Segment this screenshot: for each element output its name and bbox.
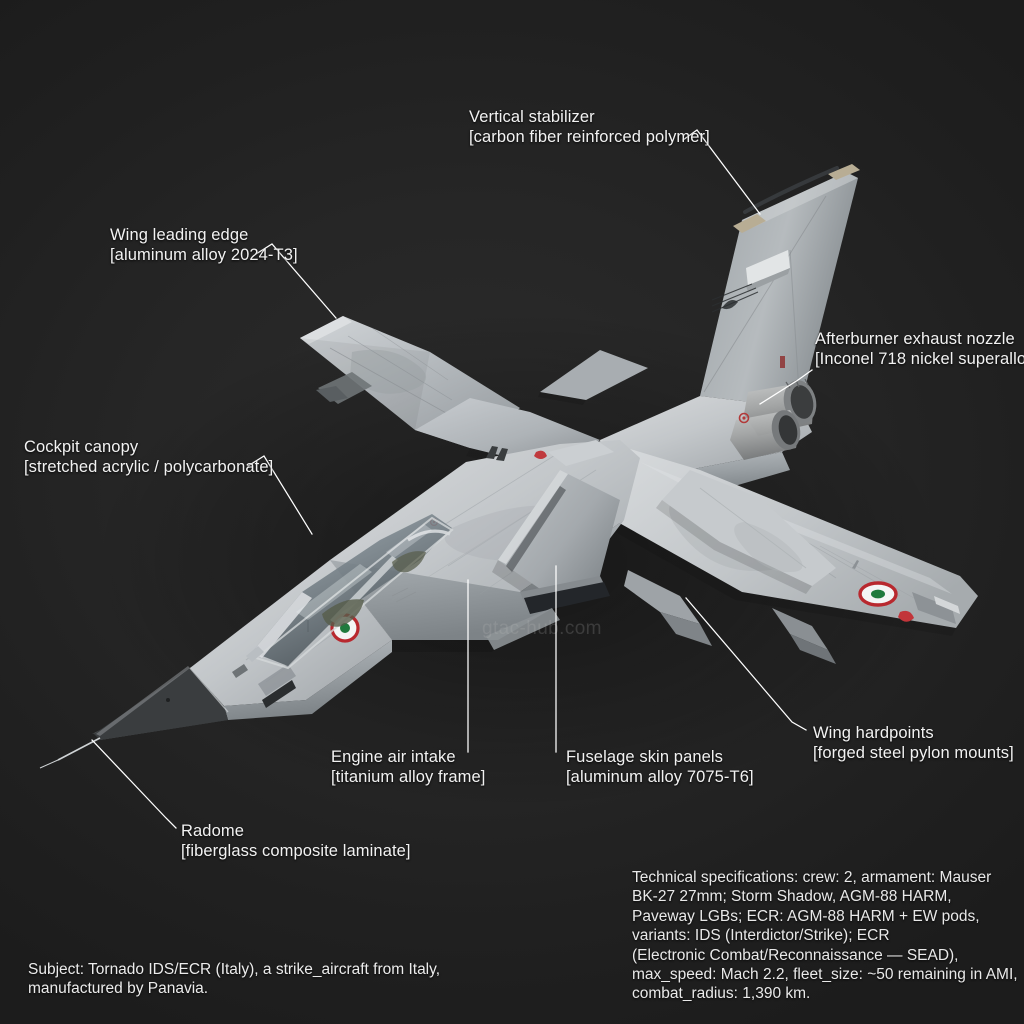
callout-title: Fuselage skin panels — [566, 748, 724, 766]
radome — [39, 666, 229, 769]
callout-material: [titanium alloy frame] — [331, 767, 486, 786]
callout-title: Vertical stabilizer — [469, 108, 595, 126]
callout-wing-hardpoints: Wing hardpoints [forged steel pylon moun… — [813, 724, 1014, 763]
callout-wing-leading-edge: Wing leading edge [aluminum alloy 2024-T… — [110, 226, 298, 265]
callout-afterburner-exhaust-nozzle: Afterburner exhaust nozzle [Inconel 718 … — [815, 330, 1024, 369]
callout-vertical-stabilizer: Vertical stabilizer [carbon fiber reinfo… — [469, 108, 710, 147]
watermark: gtac-hub.com — [482, 618, 602, 639]
leader-afterburner-exhaust-nozzle — [759, 369, 813, 405]
spec-line-7: combat_radius: 1,390 km. — [632, 985, 811, 1003]
callout-material: [Inconel 718 nickel superalloy] — [815, 349, 1024, 368]
leader-wing-hardpoints — [685, 597, 807, 731]
callout-title: Cockpit canopy — [24, 438, 139, 456]
callout-material: [aluminum alloy 2024-T3] — [110, 245, 298, 264]
callout-material: [forged steel pylon mounts] — [813, 743, 1014, 762]
technical-specifications: Technical specifications: crew: 2, armam… — [632, 868, 1018, 1004]
spec-line-1: Technical specifications: crew: 2, armam… — [632, 869, 992, 886]
engine-air-intake — [492, 470, 620, 614]
roundel-right-wing — [858, 581, 898, 607]
callout-radome: Radome [fiberglass composite laminate] — [181, 822, 411, 861]
caption-line-1: Subject: Tornado IDS/ECR (Italy), a stri… — [28, 961, 441, 978]
callout-title: Radome — [181, 822, 244, 840]
afterburner-exhaust-nozzle — [730, 378, 817, 460]
wing-hardpoints — [624, 570, 836, 664]
callout-title: Wing hardpoints — [813, 724, 934, 742]
right-tailplane — [656, 470, 836, 594]
leader-radome — [91, 739, 177, 829]
callout-material: [stretched acrylic / polycarbonate] — [24, 457, 274, 476]
callout-cockpit-canopy: Cockpit canopy [stretched acrylic / poly… — [24, 438, 273, 477]
leader-vertical-stabilizer — [682, 129, 761, 215]
cockpit-canopy — [246, 514, 454, 670]
callout-material: [fiberglass composite laminate] — [181, 841, 411, 860]
left-tailplane — [538, 350, 648, 405]
caption-line-2: manufactured by Panavia. — [28, 980, 209, 997]
callout-title: Engine air intake — [331, 748, 456, 766]
callout-fuselage-skin-panels: Fuselage skin panels [aluminum alloy 707… — [566, 748, 754, 787]
subject-caption: Subject: Tornado IDS/ECR (Italy), a stri… — [28, 960, 440, 998]
leader-wing-leading-edge — [255, 243, 337, 319]
vertical-stabilizer — [700, 164, 860, 409]
spec-line-5: (Electronic Combat/Reconnaissance — SEAD… — [632, 946, 959, 964]
callout-title: Wing leading edge — [110, 226, 249, 244]
callout-title: Afterburner exhaust nozzle — [815, 330, 1015, 348]
spec-line-4: variants: IDS (Interdictor/Strike); ECR — [632, 927, 890, 945]
callout-material: [carbon fiber reinforced polymer] — [469, 127, 710, 146]
aircraft-body — [39, 164, 978, 769]
callout-engine-air-intake: Engine air intake [titanium alloy frame] — [331, 748, 485, 787]
leader-cockpit-canopy — [247, 455, 313, 535]
spec-line-2: BK-27 27mm; Storm Shadow, AGM-88 HARM, — [632, 888, 952, 906]
spec-line-3: Paveway LGBs; ECR: AGM-88 HARM + EW pods… — [632, 907, 980, 925]
spec-line-6: max_speed: Mach 2.2, fleet_size: ~50 rem… — [632, 966, 1018, 984]
callout-material: [aluminum alloy 7075-T6] — [566, 767, 754, 786]
